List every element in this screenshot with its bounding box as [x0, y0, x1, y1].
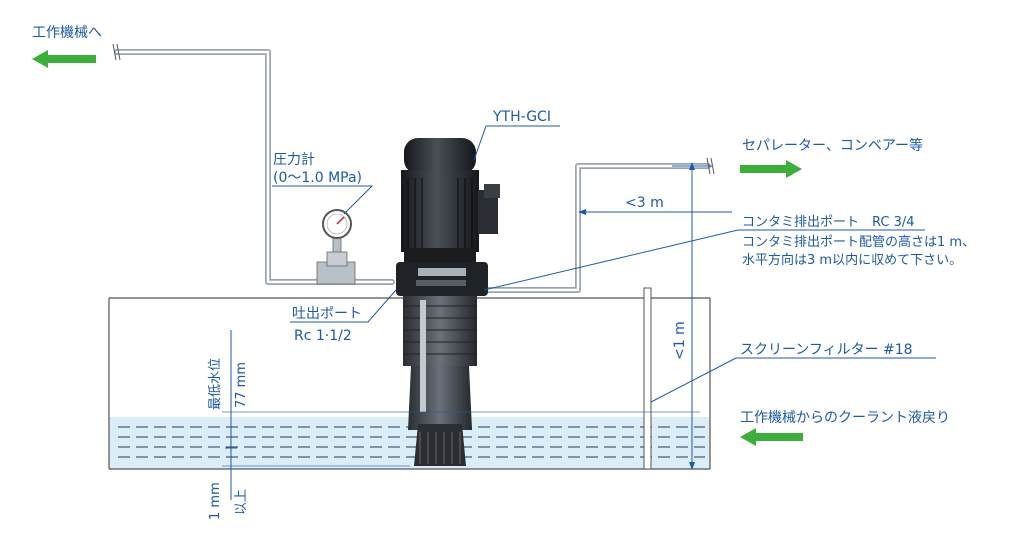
- motor-top-cap: [404, 138, 476, 174]
- arrow-left-return-icon: [740, 428, 803, 446]
- water-dashes: [118, 426, 705, 458]
- discharge-port-label: 吐出ポート: [292, 306, 362, 322]
- bottom-gap-note-label: 以上: [234, 489, 249, 515]
- pressure-range-label: (0～1.0 MPa): [273, 170, 362, 186]
- pump-suction-body: [408, 366, 472, 430]
- pump-assembly: [396, 138, 500, 466]
- vertical-limit-label: <1 m: [672, 321, 688, 360]
- motor-body: [401, 170, 479, 252]
- contam-port-label: コンタミ排出ポート RC 3/4: [742, 215, 915, 230]
- model-label: YTH-GCI: [492, 109, 551, 125]
- min-water-value-label: 77 mm: [234, 362, 249, 408]
- contam-note-line1: コンタミ排出ポート配管の高さは1 m、: [742, 234, 975, 250]
- contamination-piping: [477, 163, 711, 293]
- screen-filter-label: スクリーンフィルター #18: [740, 342, 913, 358]
- screen-filter: [643, 287, 652, 470]
- discharge-piping: [114, 49, 395, 285]
- arrow-right-icon: [740, 160, 802, 178]
- dimension-lines: [222, 162, 732, 500]
- pressure-gauge: [316, 209, 356, 285]
- to-machine-label: 工作機械へ: [32, 25, 102, 41]
- discharge-size-label: Rc 1·1/2: [294, 328, 352, 344]
- contamination-piping-core: [478, 164, 710, 292]
- horizontal-limit-label: <3 m: [625, 195, 664, 211]
- separator-label: セパレーター、コンベアー等: [742, 137, 923, 154]
- contam-note-line2: 水平方向は3 m以内に収めて下さい。: [742, 252, 962, 268]
- coolant-return-label: 工作機械からのクーラント液戻り: [740, 410, 950, 426]
- pressure-gauge-label: 圧力計: [273, 152, 315, 168]
- bottom-gap-value-label: 1 mm: [208, 482, 223, 520]
- discharge-piping-core: [115, 50, 394, 284]
- arrow-left-icon: [32, 50, 96, 68]
- flow-arrows: [32, 50, 803, 446]
- motor-flange: [404, 248, 476, 262]
- pump-head: [396, 262, 488, 296]
- leader-lines: [272, 125, 936, 403]
- min-water-level-label: 最低水位: [208, 358, 223, 410]
